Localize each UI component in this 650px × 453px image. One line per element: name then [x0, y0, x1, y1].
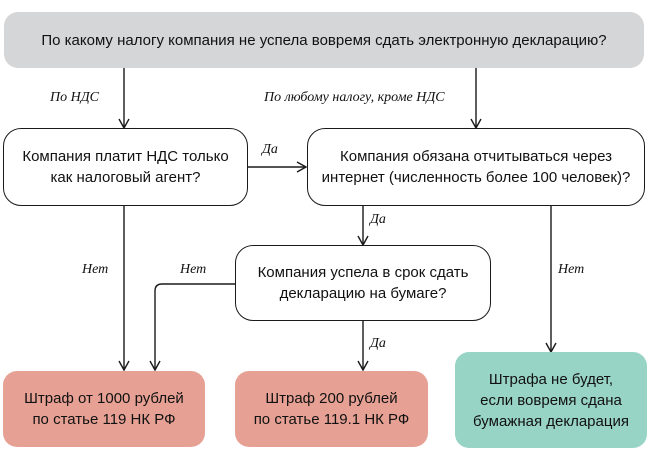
edge-label-vat-agent-yes: Да: [262, 142, 278, 157]
edge-label-internet-yes: Да: [370, 212, 386, 227]
edge-paper-no: [154, 283, 235, 370]
edge-label-vat-agent-no: Нет: [82, 262, 109, 277]
vat-agent-question-node: Компания платит НДС только как налоговый…: [3, 128, 248, 206]
internet-reporting-question-node: Компания обязана отчитываться через инте…: [307, 128, 645, 206]
paper-in-time-question-node: Компания успела в срок сдать декларацию …: [235, 245, 491, 321]
edge-label-paper-no: Нет: [180, 262, 207, 277]
fine-1000-outcome-node: Штраф от 1000 рублей по статье 119 НК РФ: [3, 371, 205, 447]
no-fine-outcome-text: Штрафа не будет, если вовремя сдана бума…: [473, 370, 629, 430]
root-question-node: По какому налогу компания не успела вовр…: [4, 12, 644, 68]
root-question-text: По какому налогу компания не успела вовр…: [41, 31, 607, 49]
fine-1000-outcome-text: Штраф от 1000 рублей по статье 119 НК РФ: [24, 390, 184, 428]
arrowhead: [470, 118, 482, 130]
arrowhead: [118, 360, 130, 372]
arrowhead: [545, 342, 557, 354]
fine-200-outcome-text: Штраф 200 рублей по статье 119.1 НК РФ: [253, 390, 410, 428]
edge-label-by-vat: По НДС: [50, 90, 99, 105]
edge-label-paper-yes: Да: [370, 336, 386, 351]
vat-agent-question-text: Компания платит НДС только как налоговый…: [22, 148, 229, 186]
arrowhead: [357, 235, 369, 247]
paper-in-time-question-text: Компания успела в срок сдать декларацию …: [257, 264, 469, 302]
edge-label-internet-no: Нет: [558, 262, 585, 277]
arrowhead: [357, 360, 369, 372]
arrowhead: [118, 118, 130, 130]
arrowhead: [149, 360, 161, 372]
no-fine-outcome-node: Штрафа не будет, если вовремя сдана бума…: [455, 352, 647, 448]
edge-label-any-tax-except-vat: По любому налогу, кроме НДС: [264, 90, 445, 105]
arrowhead: [296, 161, 308, 173]
internet-reporting-question-text: Компания обязана отчитываться через инте…: [321, 148, 631, 186]
fine-200-outcome-node: Штраф 200 рублей по статье 119.1 НК РФ: [235, 371, 428, 447]
